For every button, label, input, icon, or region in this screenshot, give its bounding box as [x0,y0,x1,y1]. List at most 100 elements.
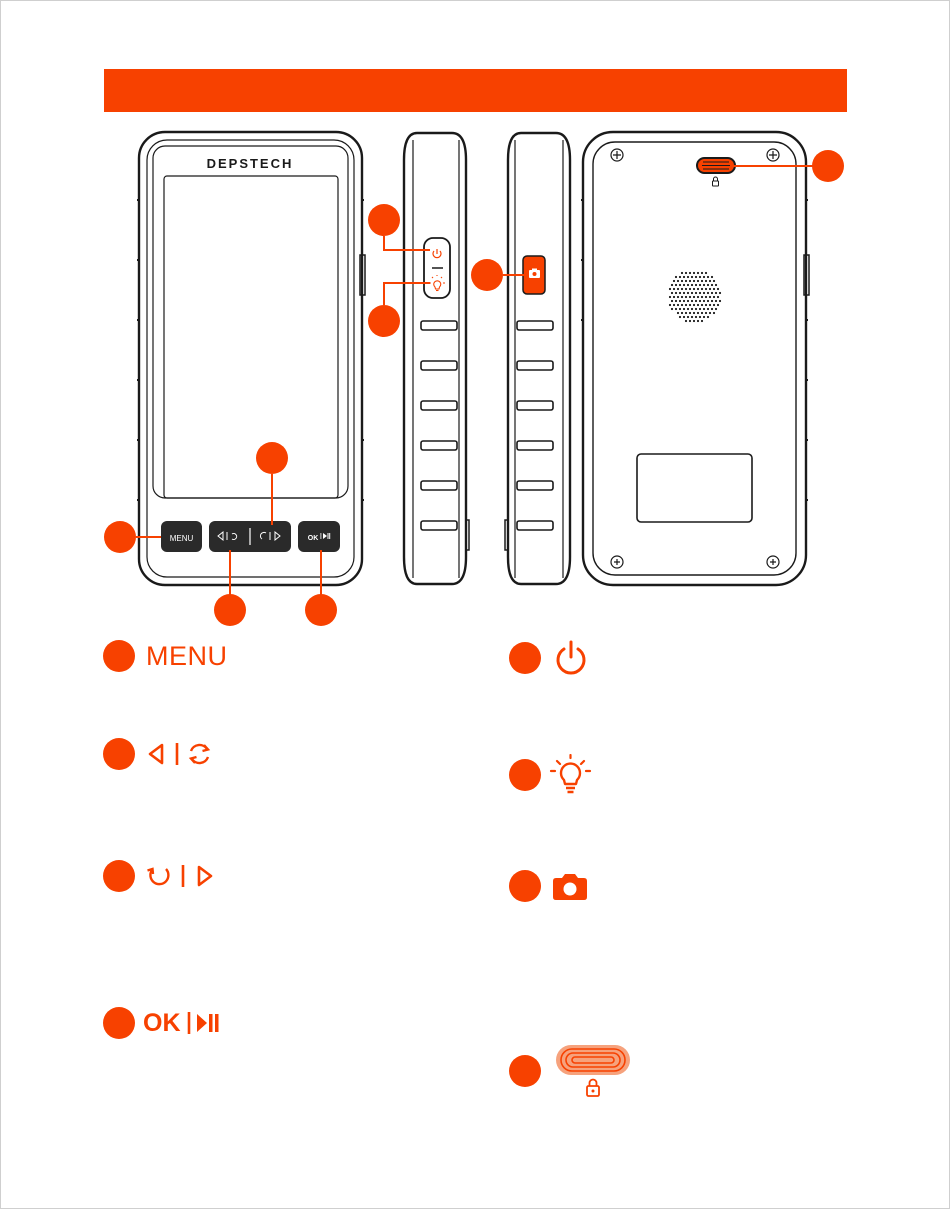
legend-ok-play: OK [103,1007,225,1039]
speaker-hole [681,312,683,314]
speaker-hole [709,296,711,298]
speaker-hole [699,300,701,302]
speaker-hole [683,284,685,286]
callout-badge-power [368,204,400,236]
speaker-hole [715,308,717,310]
side-ridges-left [421,321,457,530]
back-lock-switch[interactable] [697,158,735,173]
speaker-hole [703,276,705,278]
legend-menu: MENU [103,640,228,672]
speaker-hole [703,308,705,310]
speaker-hole [677,312,679,314]
callout-badge-left [214,594,246,626]
speaker-hole [691,292,693,294]
speaker-hole [709,288,711,290]
speaker-hole [701,272,703,274]
speaker-hole [693,312,695,314]
speaker-hole [703,284,705,286]
side-power-icon[interactable] [433,249,441,258]
speaker-hole [697,320,699,322]
speaker-hole [671,284,673,286]
speaker-hole [673,304,675,306]
legend-menu-label: MENU [146,641,228,672]
lock-icon [587,1080,599,1097]
speaker-hole [689,272,691,274]
back-label-area [637,454,752,522]
power-icon [552,640,592,676]
slide-switch-icon [554,1043,634,1099]
speaker-hole [689,280,691,282]
speaker-hole [683,308,685,310]
speaker-hole [679,316,681,318]
play-pause-icon [185,1009,225,1037]
speaker-hole [689,312,691,314]
speaker-hole [697,272,699,274]
speaker-hole [701,304,703,306]
speaker-hole [711,292,713,294]
speaker-hole [675,276,677,278]
speaker-hole [685,296,687,298]
speaker-hole [689,288,691,290]
speaker-hole [695,316,697,318]
speaker-hole [705,272,707,274]
speaker-hole [717,304,719,306]
ok-button-label: OK [308,535,319,542]
speaker-hole [679,276,681,278]
speaker-hole [683,316,685,318]
speaker-hole [701,280,703,282]
speaker-hole [711,276,713,278]
speaker-hole [677,304,679,306]
speaker-hole [707,316,709,318]
legend-camera [509,870,592,902]
ok-play-button[interactable] [298,521,340,552]
speaker-hole [703,292,705,294]
legend-badge [103,640,135,672]
speaker-hole [701,320,703,322]
speaker-hole [687,308,689,310]
speaker-hole [699,316,701,318]
speaker-hole [687,300,689,302]
speaker-hole [695,300,697,302]
callout-badge-camera [471,259,503,291]
legend-badge [509,870,541,902]
side-light-bulb-icon[interactable] [429,275,445,291]
front-screen [164,176,338,498]
speaker-hole [695,276,697,278]
speaker-hole [699,292,701,294]
speaker-hole [681,288,683,290]
speaker-hole [689,320,691,322]
callout-badge-menu [104,521,136,553]
speaker-hole [689,304,691,306]
speaker-hole [693,272,695,274]
speaker-hole [701,312,703,314]
speaker-hole [691,300,693,302]
speaker-hole [713,280,715,282]
speaker-hole [699,276,701,278]
speaker-hole [677,288,679,290]
speaker-hole [713,304,715,306]
speaker-hole [671,308,673,310]
speaker-hole [705,288,707,290]
light-bulb-icon [549,754,593,796]
callout-badge-light [368,305,400,337]
speaker-hole [679,300,681,302]
speaker-hole [679,292,681,294]
speaker-hole [707,300,709,302]
speaker-hole [707,284,709,286]
side-view-left [404,133,469,584]
speaker-hole [675,308,677,310]
speaker-hole [681,304,683,306]
left-triangle-rotate-icon [144,739,224,769]
legend-light [509,754,593,796]
speaker-hole [717,288,719,290]
speaker-hole [687,292,689,294]
callout-badge-lock [812,150,844,182]
speaker-hole [699,308,701,310]
speaker-grill [669,272,721,322]
speaker-hole [675,292,677,294]
speaker-hole [707,308,709,310]
speaker-hole [681,272,683,274]
speaker-hole [715,300,717,302]
legend-left-rotate [103,738,224,770]
rotate-right-triangle-icon [144,861,224,891]
